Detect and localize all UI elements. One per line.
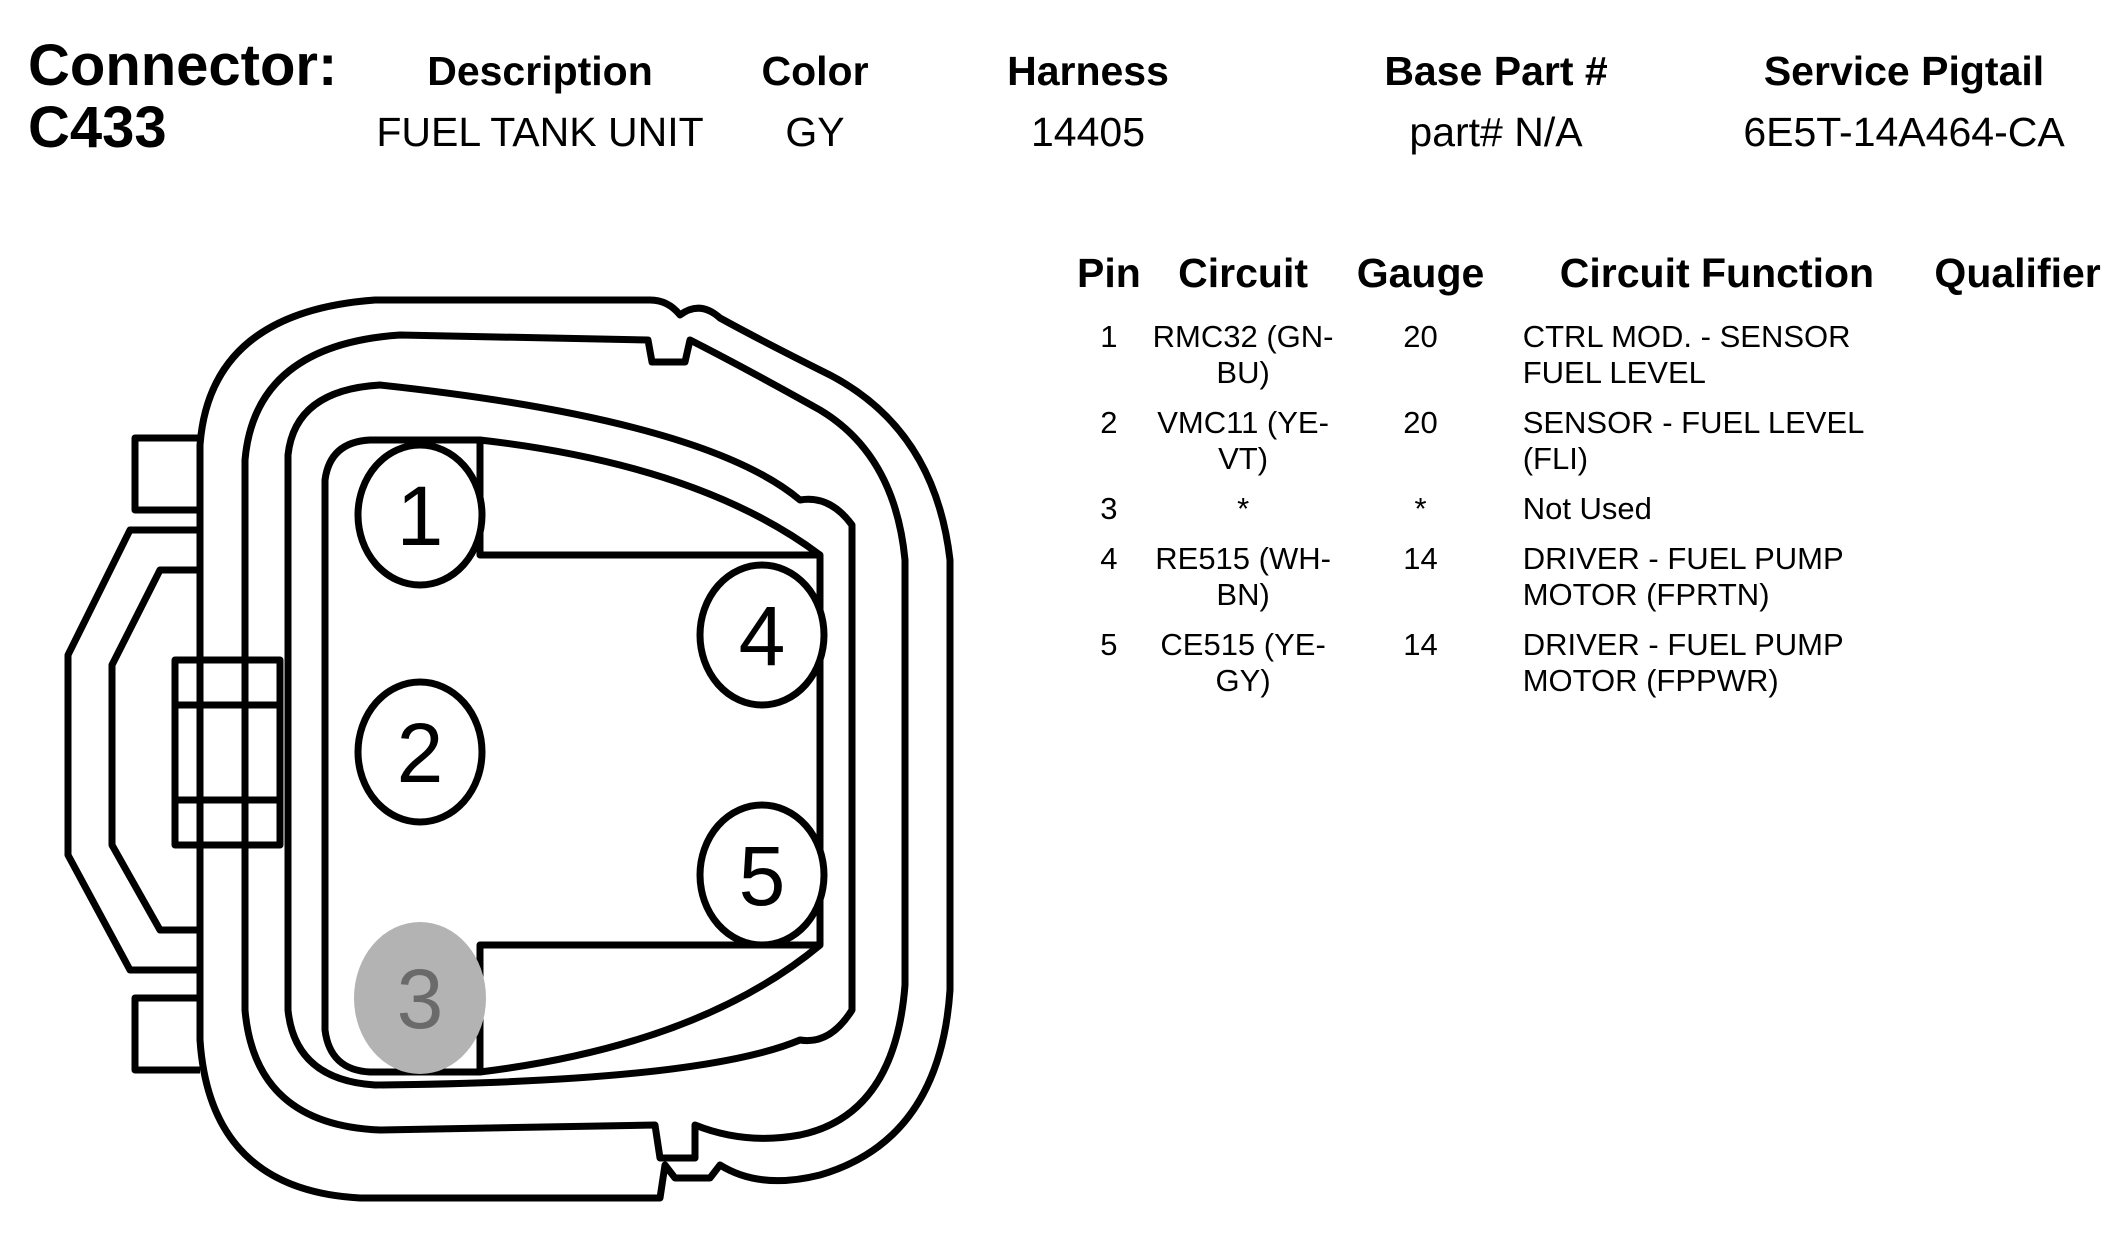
cell-function: SENSOR - FUEL LEVEL(FLI) [1503, 405, 1911, 491]
cell-circuit-line1: VMC11 (YE- [1157, 405, 1329, 440]
cell-function-line1: CTRL MOD. - SENSOR [1522, 319, 1851, 354]
pin-4: 4 [696, 561, 828, 709]
header-base-part-title: Base Part # [1384, 48, 1608, 94]
cell-gauge: 14 [1403, 627, 1438, 662]
cell-qualifier [1911, 627, 2124, 713]
cell-circuit-line1: RMC32 (GN- [1152, 319, 1334, 354]
cell-circuit: CE515 (YE-GY) [1148, 627, 1339, 713]
cell-pin: 2 [1100, 405, 1118, 440]
connector-middle-shell [241, 331, 909, 1162]
cell-gauge: * [1414, 491, 1427, 526]
cell-circuit: VMC11 (YE-VT) [1148, 405, 1339, 491]
cell-pin: 3 [1100, 491, 1118, 526]
cell-circuit: * [1237, 491, 1250, 526]
connector-top-tab [131, 434, 200, 514]
cell-circuit-line2: BU) [1216, 355, 1270, 390]
table-row: 3 * * Not Used [1070, 491, 2124, 541]
pin-2-label: 2 [397, 706, 444, 800]
cell-function-line1: DRIVER - FUEL PUMP [1522, 627, 1844, 662]
pin-5: 5 [696, 801, 828, 949]
col-circuit: Circuit [1178, 250, 1309, 296]
connector-side-latch [64, 526, 200, 974]
cell-function: Not Used [1522, 491, 1652, 526]
cell-gauge: 20 [1403, 405, 1438, 440]
cell-circuit: RMC32 (GN-BU) [1148, 319, 1339, 405]
cell-pin: 4 [1100, 541, 1118, 576]
connector-bottom-tab [131, 994, 200, 1074]
cell-function-line2: (FLI) [1522, 441, 1589, 476]
cell-function-line2: FUEL LEVEL [1522, 355, 1706, 390]
header-color-value: GY [785, 109, 845, 155]
header-base-part-value: part# N/A [1409, 109, 1583, 155]
header-service-pigtail-title: Service Pigtail [1763, 48, 2045, 94]
cell-qualifier [1911, 319, 2124, 405]
pin-3: 3 [354, 922, 486, 1074]
cell-function-line2: MOTOR (FPRTN) [1522, 577, 1770, 612]
table-row: 2 VMC11 (YE-VT) 20 SENSOR - FUEL LEVEL(F… [1070, 405, 2124, 491]
pin-2: 2 [354, 678, 486, 826]
header-color: Color GY [761, 48, 868, 156]
header-service-pigtail: Service Pigtail 6E5T-14A464-CA [1743, 48, 2064, 156]
pin-4-label: 4 [739, 589, 786, 683]
cell-qualifier [1911, 541, 2124, 627]
cell-circuit-line2: BN) [1216, 577, 1270, 612]
connector-inner-wall [284, 381, 856, 1089]
cell-qualifier [1911, 491, 2124, 541]
col-circuit-function: Circuit Function [1559, 250, 1875, 296]
cell-circuit-line2: GY) [1215, 663, 1271, 698]
pin-table-header: Pin Circuit Gauge Circuit Function Quali… [1070, 250, 2124, 319]
cell-circuit: RE515 (WH-BN) [1148, 541, 1339, 627]
col-qualifier: Qualifier [1934, 250, 2101, 296]
pin-3-label: 3 [397, 952, 444, 1046]
cell-function-line1: DRIVER - FUEL PUMP [1522, 541, 1844, 576]
cell-qualifier [1911, 405, 2124, 491]
pin-1-label: 1 [397, 469, 444, 563]
pin-5-label: 5 [739, 829, 786, 923]
header-harness-title: Harness [1007, 48, 1169, 94]
cell-gauge: 20 [1403, 319, 1438, 354]
header-description-title: Description [427, 48, 653, 94]
pin-1: 1 [354, 441, 486, 589]
connector-label: Connector: [28, 33, 338, 98]
header-harness-value: 14405 [1030, 109, 1146, 155]
header-color-title: Color [761, 48, 869, 94]
header-base-part: Base Part # part# N/A [1384, 48, 1607, 156]
cell-circuit-line2: VT) [1218, 441, 1269, 476]
col-gauge: Gauge [1356, 250, 1485, 296]
cell-pin: 1 [1100, 319, 1118, 354]
header-harness: Harness 14405 [1007, 48, 1169, 156]
header-description-value: FUEL TANK UNIT [376, 109, 704, 155]
cell-pin: 5 [1100, 627, 1118, 662]
connector-id: C433 [28, 95, 167, 160]
cell-circuit-line1: RE515 (WH- [1155, 541, 1331, 576]
header-service-pigtail-value: 6E5T-14A464-CA [1743, 109, 2065, 155]
header-description: Description FUEL TANK UNIT [376, 48, 703, 156]
connector-face-diagram: 1 2 3 4 5 [64, 296, 954, 1202]
cell-function-line1: SENSOR - FUEL LEVEL [1522, 405, 1865, 440]
connector-outer-shell [196, 296, 954, 1202]
col-pin: Pin [1077, 250, 1141, 296]
cell-circuit-line1: CE515 (YE- [1160, 627, 1326, 662]
connector-cavity [321, 436, 824, 1076]
cell-function-line2: MOTOR (FPPWR) [1522, 663, 1779, 698]
pin-table: Pin Circuit Gauge Circuit Function Quali… [1070, 250, 2124, 713]
cell-gauge: 14 [1403, 541, 1438, 576]
